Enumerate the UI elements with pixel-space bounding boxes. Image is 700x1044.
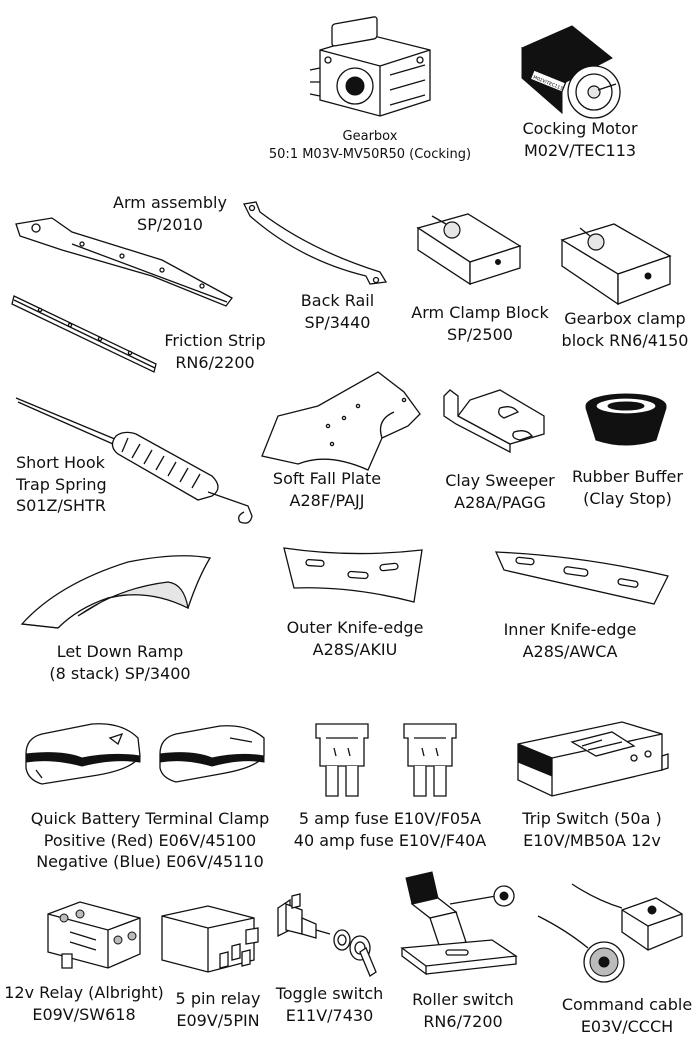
friction-strip-name: Friction Strip: [164, 331, 266, 350]
trap-spring-label: Short Hook Trap Spring S01Z/SHTR: [16, 452, 126, 517]
trip-switch-code: E10V/MB50A 12v: [523, 830, 661, 850]
relay-albright-label: 12v Relay (Albright) E09V/SW618: [4, 982, 164, 1025]
relay-5pin-label: 5 pin relay E09V/5PIN: [168, 988, 268, 1031]
command-cable-label: Command cable E03V/CCCH: [560, 994, 694, 1037]
relay-5pin-name: 5 pin relay: [175, 989, 261, 1008]
command-cable-code: E03V/CCCH: [580, 1016, 674, 1036]
fuse-5a-drawing: [312, 720, 372, 802]
roller-switch-label: Roller switch RN6/7200: [408, 989, 518, 1032]
fuse-40a-drawing: [400, 720, 460, 802]
cocking-motor-drawing: M02V/TEC113: [512, 18, 632, 118]
cocking-motor-label: Cocking Motor M02V/TEC113: [490, 118, 670, 161]
roller-switch-code: RN6/7200: [423, 1011, 503, 1031]
trap-spring-code: S01Z/SHTR: [16, 496, 106, 516]
outer-knife-edge-name: Outer Knife-edge: [286, 618, 424, 637]
outer-knife-edge-code: A28S/AKIU: [312, 639, 398, 659]
clay-sweeper-code: A28A/PAGG: [454, 492, 546, 512]
cocking-motor-code: M02V/TEC113: [523, 140, 637, 160]
arm-clamp-block-drawing: [412, 210, 524, 286]
rubber-buffer-drawing: [580, 388, 672, 448]
gearbox-code: 50:1 M03V-MV50R50 (Cocking): [268, 146, 472, 162]
inner-knife-edge-code: A28S/AWCA: [522, 641, 618, 661]
let-down-ramp-name: Let Down Ramp: [56, 642, 184, 661]
battery-clamp-line2: Positive (Red) E06V/45100: [43, 830, 257, 850]
let-down-ramp-label: Let Down Ramp (8 stack) SP/3400: [40, 641, 200, 684]
outer-knife-edge-label: Outer Knife-edge A28S/AKIU: [280, 617, 430, 660]
fuses-label: 5 amp fuse E10V/F05A 40 amp fuse E10V/F4…: [290, 808, 490, 851]
fuses-line1: 5 amp fuse E10V/F05A: [298, 809, 482, 828]
arm-clamp-block-name: Arm Clamp Block: [411, 303, 549, 322]
toggle-switch-code: E11V/7430: [285, 1005, 374, 1025]
battery-clamp-label: Quick Battery Terminal Clamp Positive (R…: [20, 808, 280, 873]
trap-spring-line2: Trap Spring: [16, 474, 107, 494]
gearbox-label: Gearbox 50:1 M03V-MV50R50 (Cocking): [260, 128, 480, 163]
relay-albright-drawing: [40, 894, 146, 974]
back-rail-name: Back Rail: [300, 291, 375, 310]
back-rail-drawing: [240, 200, 390, 290]
relay-albright-code: E09V/SW618: [32, 1004, 136, 1024]
let-down-ramp-drawing: [18, 548, 218, 638]
gearbox-clamp-block-code: block RN6/4150: [561, 330, 689, 350]
inner-knife-edge-name: Inner Knife-edge: [503, 620, 637, 639]
soft-fall-plate-drawing: [258, 366, 424, 476]
command-cable-drawing: [536, 880, 686, 990]
relay-5pin-code: E09V/5PIN: [176, 1010, 260, 1030]
fuses-line2: 40 amp fuse E10V/F40A: [293, 830, 487, 850]
relay-5pin-drawing: [158, 902, 264, 982]
inner-knife-edge-drawing: [494, 546, 670, 608]
trip-switch-name: Trip Switch (50a ): [522, 809, 662, 828]
rubber-buffer-code: (Clay Stop): [583, 488, 672, 508]
arm-assembly-code: SP/2010: [137, 214, 203, 234]
battery-clamp-negative-drawing: [156, 720, 268, 788]
roller-switch-name: Roller switch: [412, 990, 514, 1009]
outer-knife-edge-drawing: [282, 544, 424, 606]
clay-sweeper-label: Clay Sweeper A28A/PAGG: [440, 470, 560, 513]
clay-sweeper-drawing: [440, 386, 548, 456]
gearbox-clamp-block-label: Gearbox clamp block RN6/4150: [555, 308, 695, 351]
roller-switch-drawing: [396, 868, 526, 980]
toggle-switch-label: Toggle switch E11V/7430: [272, 983, 387, 1026]
battery-clamp-line3: Negative (Blue) E06V/45110: [36, 852, 264, 872]
friction-strip-label: Friction Strip RN6/2200: [150, 330, 280, 373]
soft-fall-plate-code: A28F/PAJJ: [289, 490, 365, 510]
back-rail-label: Back Rail SP/3440: [290, 290, 385, 333]
soft-fall-plate-label: Soft Fall Plate A28F/PAJJ: [262, 468, 392, 511]
arm-assembly-name: Arm assembly: [113, 193, 227, 212]
inner-knife-edge-label: Inner Knife-edge A28S/AWCA: [495, 619, 645, 662]
arm-assembly-drawing: [12, 210, 237, 310]
friction-strip-drawing: [10, 292, 160, 377]
cocking-motor-name: Cocking Motor: [522, 119, 638, 138]
toggle-switch-name: Toggle switch: [275, 984, 384, 1003]
arm-clamp-block-code: SP/2500: [447, 324, 513, 344]
soft-fall-plate-name: Soft Fall Plate: [272, 469, 382, 488]
gearbox-clamp-block-name: Gearbox clamp: [564, 309, 686, 328]
back-rail-code: SP/3440: [304, 312, 371, 332]
toggle-switch-drawing: [272, 890, 384, 980]
trip-switch-drawing: [512, 716, 670, 798]
arm-clamp-block-label: Arm Clamp Block SP/2500: [405, 302, 555, 345]
gearbox-drawing: [300, 20, 440, 120]
arm-assembly-label: Arm assembly SP/2010: [100, 192, 240, 235]
trap-spring-line1: Short Hook: [16, 453, 105, 472]
clay-sweeper-name: Clay Sweeper: [445, 471, 555, 490]
gearbox-name: Gearbox: [342, 129, 398, 144]
relay-albright-name: 12v Relay (Albright): [4, 983, 164, 1002]
command-cable-name: Command cable: [561, 995, 693, 1014]
trip-switch-label: Trip Switch (50a ) E10V/MB50A 12v: [512, 808, 672, 851]
battery-clamp-line1: Quick Battery Terminal Clamp: [30, 809, 270, 828]
trap-spring-drawing: [12, 392, 262, 532]
friction-strip-code: RN6/2200: [175, 352, 255, 372]
rubber-buffer-name: Rubber Buffer: [572, 467, 683, 486]
gearbox-clamp-block-drawing: [556, 218, 676, 308]
let-down-ramp-code: (8 stack) SP/3400: [49, 663, 191, 683]
battery-clamp-positive-drawing: [22, 718, 144, 790]
rubber-buffer-label: Rubber Buffer (Clay Stop): [565, 466, 690, 509]
